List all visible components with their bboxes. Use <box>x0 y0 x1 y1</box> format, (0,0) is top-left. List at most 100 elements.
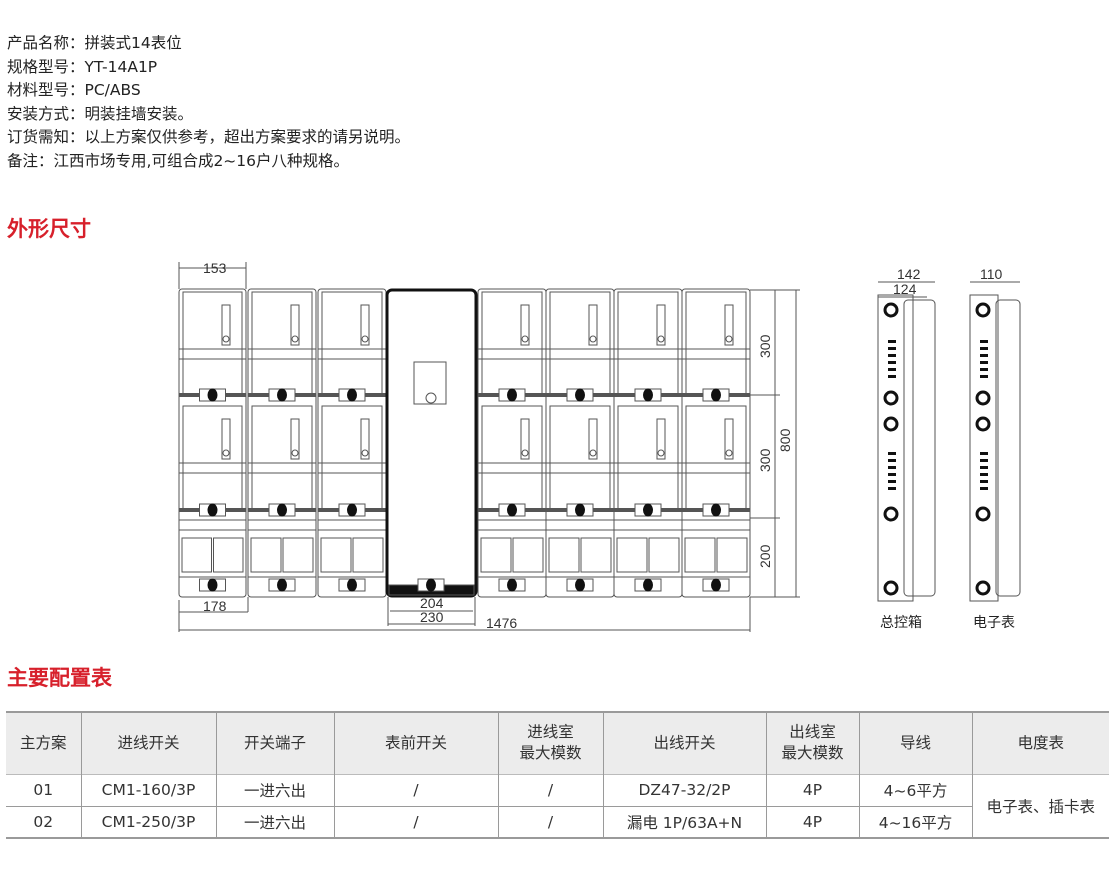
meter-bracket <box>221 304 231 346</box>
vent-slot <box>980 466 988 469</box>
vent-slot <box>980 480 988 483</box>
breaker-slot <box>213 537 244 573</box>
breaker-slot <box>648 537 680 573</box>
header-cell: 主方案 <box>6 712 82 774</box>
meter-bracket <box>221 418 231 460</box>
dim-row2-height: 300 <box>757 448 773 472</box>
caption-main-box: 总控箱 <box>880 615 922 631</box>
side-view-main-box <box>877 294 914 602</box>
meter-module <box>247 288 317 598</box>
lock-icon <box>347 578 357 592</box>
vent-slot <box>888 368 896 371</box>
header-cell: 电度表 <box>971 712 1109 774</box>
meter-module <box>178 288 247 598</box>
mounting-screw-icon <box>883 506 899 522</box>
lock-icon <box>507 578 517 592</box>
main-switch-knob-icon <box>425 392 437 404</box>
dim-total-height: 800 <box>777 428 793 452</box>
meter-bracket <box>520 304 530 346</box>
main-switch-window <box>413 361 447 405</box>
cell-scheme: 01 <box>6 774 82 806</box>
breaker-slot <box>320 537 352 573</box>
config-heading: 主要配置表 <box>7 666 112 690</box>
lock-icon <box>711 503 721 517</box>
meter-bracket <box>588 304 598 346</box>
info-line: 规格型号：YT-14A1P <box>7 57 158 76</box>
meter-module <box>477 288 547 598</box>
vent-slot <box>980 375 988 378</box>
meter-window <box>617 405 679 511</box>
vent-slot <box>980 452 988 455</box>
lock-icon <box>643 578 653 592</box>
meter-window <box>321 405 383 511</box>
meter-bracket <box>360 418 370 460</box>
meter-bracket <box>724 418 734 460</box>
header-cell: 表前开关 <box>333 712 499 774</box>
meter-bracket <box>656 304 666 346</box>
cell-pre-meter-switch: / <box>333 806 499 838</box>
info-line: 产品名称：拼装式14表位 <box>7 34 182 52</box>
caption-meter-box: 电子表 <box>973 615 1015 631</box>
cell-switch-terminal: 一进六出 <box>215 774 335 806</box>
screw-icon <box>725 335 733 343</box>
cell-incoming-modules: / <box>497 774 604 806</box>
meter-window <box>685 405 747 511</box>
side-view-meter-box-body <box>995 299 1021 597</box>
meter-window <box>549 291 611 396</box>
meter-window <box>549 405 611 511</box>
meter-module <box>545 288 615 598</box>
meter-module <box>317 288 387 598</box>
side-view-main-box-body <box>903 299 936 597</box>
screw-icon <box>657 335 665 343</box>
cell-outgoing-switch: DZ47-32/2P <box>602 774 767 806</box>
dim-row1-height: 300 <box>757 334 773 358</box>
info-line: 备注：江西市场专用,可组合成2~16户八种规格。 <box>7 151 350 170</box>
lock-icon <box>575 388 585 402</box>
dim-center-inner: 204 <box>420 595 444 611</box>
info-line: 订货需知：以上方案仅供参考，超出方案要求的请另说明。 <box>7 128 411 146</box>
vent-slot <box>980 340 988 343</box>
cell-pre-meter-switch: / <box>333 774 499 806</box>
meter-window <box>617 291 679 396</box>
lock-icon <box>207 578 218 592</box>
mounting-screw-icon <box>883 416 899 432</box>
breaker-slot <box>250 537 282 573</box>
screw-icon <box>291 449 299 457</box>
breaker-slot <box>616 537 648 573</box>
screw-icon <box>222 335 230 343</box>
lock-icon <box>277 578 287 592</box>
config-table: 主方案 进线开关 开关端子 表前开关 进线室最大模数 出线开关 出线室最大模数 … <box>6 711 1109 839</box>
meter-module <box>681 288 751 598</box>
meter-bracket <box>290 418 300 460</box>
lock-icon <box>575 503 585 517</box>
lock-icon <box>277 503 287 517</box>
vent-slot <box>888 487 896 490</box>
lock-icon <box>507 503 517 517</box>
mounting-screw-icon <box>883 580 899 596</box>
cell-incoming-switch: CM1-160/3P <box>80 774 217 806</box>
header-cell: 出线室最大模数 <box>765 712 860 774</box>
vent-slot <box>980 347 988 350</box>
lock-icon <box>575 578 585 592</box>
vent-slot <box>980 368 988 371</box>
lock-icon <box>347 388 357 402</box>
screw-icon <box>222 449 230 457</box>
dimension-drawing: 153 178 204 230 1476 300 300 200 800 142… <box>178 260 1021 632</box>
mounting-screw-icon <box>975 580 991 596</box>
header-cell: 出线开关 <box>602 712 767 774</box>
vent-slot <box>888 452 896 455</box>
dimensions-heading: 外形尺寸 <box>7 217 91 241</box>
vent-slot <box>888 375 896 378</box>
mounting-screw-icon <box>975 302 991 318</box>
meter-window <box>481 405 543 511</box>
lock-icon <box>711 388 721 402</box>
dim-total-width: 1476 <box>486 615 517 631</box>
screw-icon <box>589 449 597 457</box>
meter-window <box>685 291 747 396</box>
breaker-slot <box>580 537 612 573</box>
lock-icon <box>207 388 218 402</box>
dim-module-pitch: 178 <box>203 598 227 614</box>
lock-icon <box>426 578 436 592</box>
cell-scheme: 02 <box>6 806 82 838</box>
meter-bracket <box>588 418 598 460</box>
